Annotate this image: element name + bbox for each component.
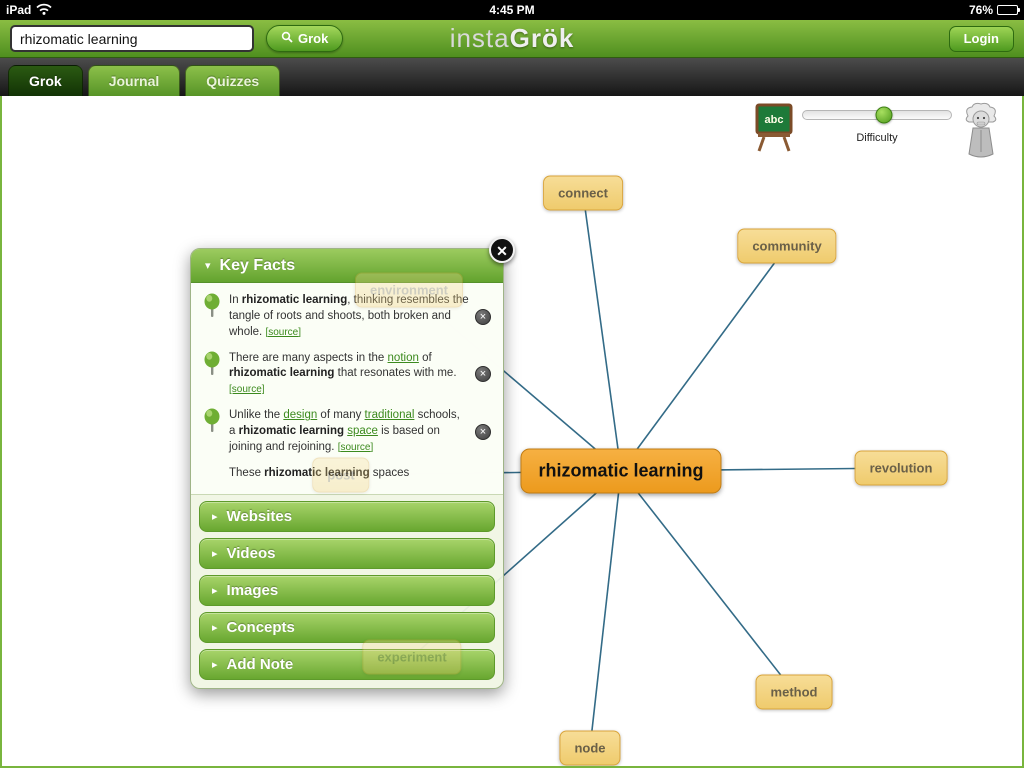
clock: 4:45 PM [489,3,535,17]
node-post[interactable]: post [312,457,370,493]
chevron-right-icon: ▸ [212,622,218,634]
difficulty-slider-knob[interactable] [875,106,893,124]
svg-text:abc: abc [765,114,784,126]
edges-layer [340,192,902,749]
section-websites[interactable]: ▸ Websites [199,501,495,532]
fact-link[interactable]: space [347,425,378,438]
difficulty-slider[interactable] [802,106,952,124]
fact-link[interactable]: [source] [229,384,265,396]
concept-map: abc Difficulty [0,96,1024,768]
remove-fact-button[interactable]: × [475,308,491,325]
fact-text: Unlike the design of many traditional sc… [229,409,460,453]
fact-link[interactable]: design [283,409,318,422]
node-node[interactable]: node [559,730,621,766]
close-panel-button[interactable]: ✕ [489,237,515,263]
section-label: Videos [226,545,276,562]
chevron-right-icon: ▸ [212,511,218,523]
app-header: Grok instaGrök Login [0,20,1024,58]
einstein-icon [960,102,1002,165]
section-concepts[interactable]: ▸ Concepts [199,612,495,643]
section-images[interactable]: ▸ Images [199,575,495,606]
grok-search-button[interactable]: Grok [266,25,344,52]
key-fact-item: There are many aspects in the notion of … [203,351,491,399]
fact-text: There are many aspects in the notion of … [229,351,457,396]
magnifier-icon [281,31,293,46]
search-input[interactable] [10,25,254,52]
key-facts-title: Key Facts [219,256,296,274]
login-button[interactable]: Login [948,25,1014,52]
node-revolution[interactable]: revolution [854,450,948,486]
status-bar: 4:45 PM iPad 76% [0,0,1024,20]
remove-fact-button[interactable]: × [475,366,491,383]
difficulty-control: abc Difficulty [754,102,1002,165]
fact-link[interactable]: traditional [364,409,415,422]
node-connect[interactable]: connect [543,175,623,211]
tab-quizzes[interactable]: Quizzes [185,65,281,96]
difficulty-label: Difficulty [856,132,898,144]
tab-grok[interactable]: Grok [8,65,83,96]
section-label: Concepts [226,619,295,636]
battery-percent: 76% [968,3,993,17]
pushpin-icon [203,408,221,439]
section-key-facts[interactable]: ▾ Key Facts [191,249,503,283]
section-label: Websites [226,508,293,525]
battery-icon [997,5,1020,15]
chalkboard-icon: abc [754,102,794,157]
wifi-icon [36,3,52,18]
chevron-right-icon: ▸ [212,548,218,560]
section-label: Add Note [226,656,294,673]
section-label: Images [226,582,279,599]
fact-link[interactable]: [source] [265,326,302,338]
fact-text: In rhizomatic learning, thinking resembl… [229,294,469,338]
section-videos[interactable]: ▸ Videos [199,538,495,569]
remove-fact-button[interactable]: × [475,423,491,440]
device-label: iPad [6,3,32,17]
key-fact-item: In rhizomatic learning, thinking resembl… [203,293,491,341]
pushpin-icon [203,293,221,324]
tab-journal[interactable]: Journal [87,65,181,96]
node-experiment[interactable]: experiment [362,639,462,675]
fact-link[interactable]: [source] [337,441,374,453]
pushpin-icon [203,351,221,382]
chevron-right-icon: ▸ [212,585,218,597]
chevron-right-icon: ▸ [212,659,218,671]
node-rhizomatic-learning[interactable]: rhizomatic learning [520,448,722,494]
key-fact-item: Unlike the design of many traditional sc… [203,408,491,456]
node-environment[interactable]: environment [354,272,464,308]
chevron-down-icon: ▾ [205,260,211,272]
fact-link[interactable]: notion [387,351,419,364]
node-community[interactable]: community [737,228,837,264]
node-method[interactable]: method [755,674,833,710]
